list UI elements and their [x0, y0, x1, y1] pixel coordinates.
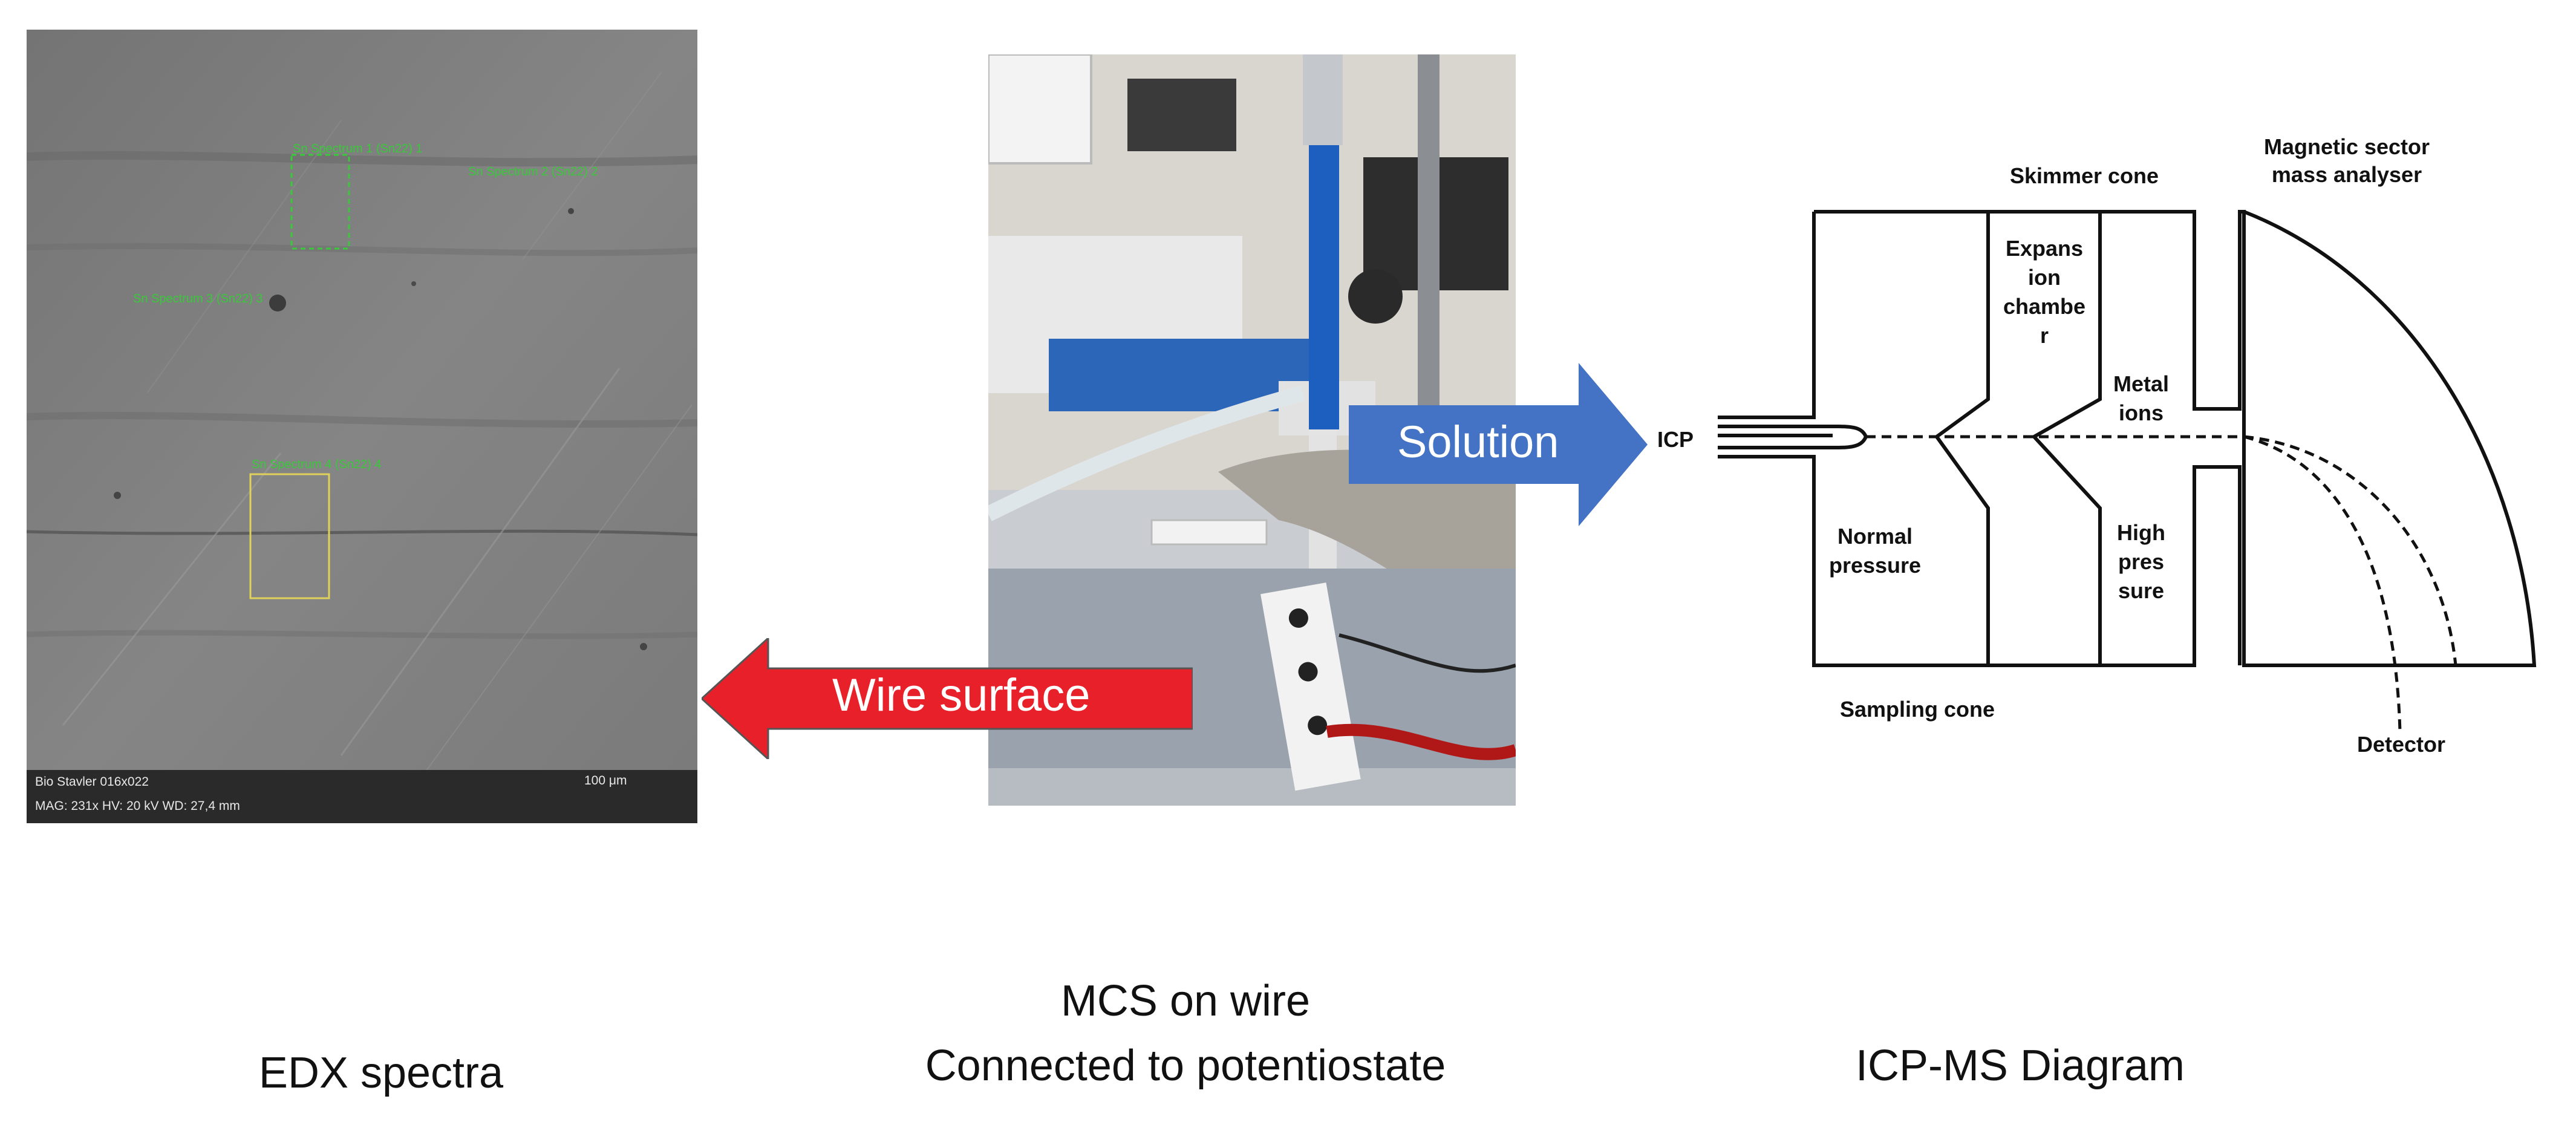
mcs-caption-line2: Connected to potentiostate: [925, 1042, 1446, 1090]
edx-caption: EDX spectra: [258, 1049, 504, 1097]
wire-surface-arrow-label: Wire surface: [832, 670, 1091, 721]
magnetic-sector-label-2: mass analyser: [2271, 162, 2422, 187]
spectrum-label: Sn Spectrum 3 (Sn22) 3: [133, 292, 263, 305]
icpms-caption: ICP-MS Diagram: [1855, 1042, 2185, 1090]
sem-image: Sn Spectrum 1 (Sn22) 1 Sn Spectrum 2 (Sn…: [27, 30, 697, 823]
spectrum-roi-box: [290, 154, 350, 250]
skimmer-cone-line: [2031, 212, 2102, 665]
detector-label: Detector: [2356, 732, 2446, 757]
spectrum-label: Sn Spectrum 1 (Sn22) 1: [293, 142, 423, 155]
scale-label: 100 μm: [584, 774, 627, 788]
sem-info-bar: [27, 770, 697, 823]
spectrum-label: Sn Spectrum 4 (Sn22) 4: [252, 458, 382, 471]
spectrum-roi-box: [249, 473, 330, 599]
magnetic-sector: [2240, 210, 2537, 667]
sem-info-line: Bio Stavler 016x022: [35, 775, 149, 789]
photo-illustration: [988, 54, 1516, 806]
mcs-caption-line1: MCS on wire: [1060, 977, 1311, 1025]
sem-info-line: MAG: 231x HV: 20 kV WD: 27,4 mm: [35, 799, 240, 813]
spectrum-label: Sn Spectrum 2 (Sn22) 2: [468, 165, 598, 178]
sem-texture: [27, 30, 697, 823]
wire-surface-arrow: [702, 638, 1193, 759]
icp-label: ICP: [1657, 427, 1694, 452]
solution-arrow-label: Solution: [1397, 417, 1559, 467]
magnetic-sector-label-1: Magnetic sector: [2263, 134, 2430, 159]
solution-arrow: [1349, 363, 1648, 526]
icpms-schematic: [1718, 210, 2537, 732]
skimmer-cone-label: Skimmer cone: [2009, 163, 2159, 188]
sampling-cone-label: Sampling cone: [1839, 697, 1995, 722]
